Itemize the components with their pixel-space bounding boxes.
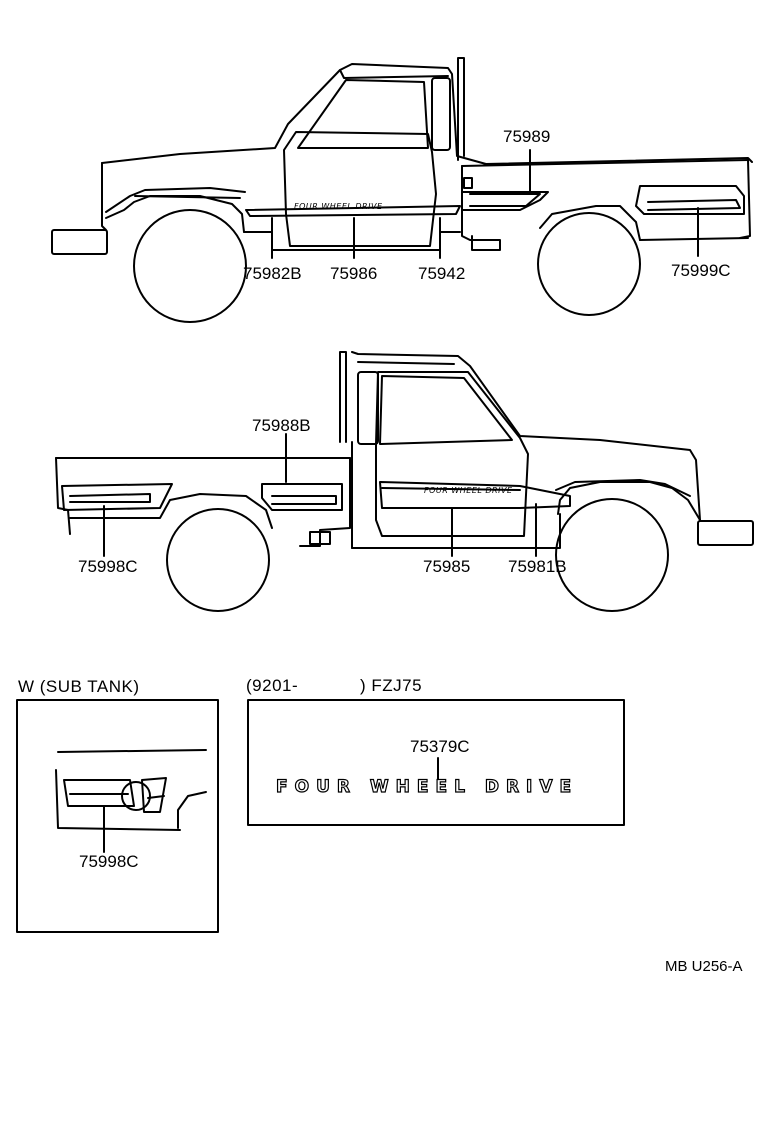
bottom-stripe-text: FOUR WHEEL DRIVE xyxy=(424,486,513,495)
callout-75998c: 75998C xyxy=(78,557,138,576)
truck-left-side-view xyxy=(51,57,753,323)
callout-75982b: 75982B xyxy=(243,264,302,283)
emblem-title-model: ) FZJ75 xyxy=(360,676,423,695)
callout-75985: 75985 xyxy=(423,557,471,576)
emblem-title-date: (9201- xyxy=(246,676,299,695)
callout-sub-tank-75998c: 75998C xyxy=(79,852,139,871)
callout-75942: 75942 xyxy=(418,264,466,283)
callout-75988b: 75988B xyxy=(252,416,311,435)
callout-75379c: 75379C xyxy=(410,737,470,756)
callout-75999c: 75999C xyxy=(671,261,731,280)
callout-75986: 75986 xyxy=(330,264,378,283)
sub-tank-inset xyxy=(16,699,219,933)
emblem-inset xyxy=(247,699,625,826)
top-stripe-text: FOUR WHEEL DRIVE xyxy=(294,202,383,211)
sub-tank-title: W (SUB TANK) xyxy=(18,677,140,696)
four-wheel-drive-emblem: FOUR WHEEL DRIVE xyxy=(275,776,579,797)
diagram-reference-code: MB U256-A xyxy=(665,958,743,975)
truck-right-side-view xyxy=(55,351,754,612)
callout-75981b: 75981B xyxy=(508,557,567,576)
callout-75989: 75989 xyxy=(503,127,551,146)
